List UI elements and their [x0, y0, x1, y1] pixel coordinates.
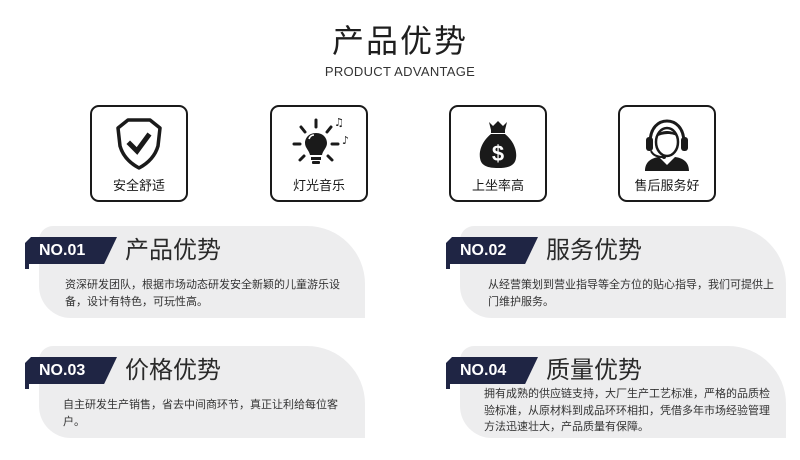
card-number-tag: NO.04: [446, 357, 538, 384]
tag-fold: [25, 384, 29, 389]
tag-fold: [446, 384, 450, 389]
svg-text:♫: ♫: [334, 116, 344, 129]
feature-occupancy: $ 上坐率高: [449, 105, 547, 202]
feature-after-sales: 售后服务好: [618, 105, 716, 202]
feature-label: 售后服务好: [634, 179, 700, 194]
card-number-tag: NO.01: [25, 237, 117, 264]
advantage-card-price: NO.03 价格优势 自主研发生产销售，省去中间商环节，真正让利给每位客户。: [25, 346, 365, 438]
advantage-card-service: NO.02 服务优势 从经营策划到营业指导等全方位的贴心指导，我们可提供上门维护…: [446, 226, 786, 318]
shield-check-icon: [92, 113, 186, 175]
feature-safety: 安全舒适: [90, 105, 188, 202]
card-description: 资深研发团队，根据市场动态研发安全新颖的儿童游乐设备，设计有特色，可玩性高。: [65, 278, 340, 308]
card-description: 从经营策划到营业指导等全方位的贴心指导，我们可提供上门维护服务。: [488, 278, 774, 308]
card-number-tag: NO.03: [25, 357, 117, 384]
advantage-card-product: NO.01 产品优势 资深研发团队，根据市场动态研发安全新颖的儿童游乐设备，设计…: [25, 226, 365, 318]
feature-label: 上坐率高: [471, 179, 524, 194]
page-title: 产品优势: [331, 22, 468, 60]
card-number-tag: NO.02: [446, 237, 538, 264]
svg-text:$: $: [492, 141, 504, 166]
lightbulb-music-icon: ♫ ♪: [272, 113, 366, 175]
tag-fold: [25, 264, 29, 269]
card-description: 自主研发生产销售，省去中间商环节，真正让利给每位客户。: [63, 398, 338, 428]
svg-text:♪: ♪: [342, 134, 349, 147]
advantage-card-quality: NO.04 质量优势 拥有成熟的供应链支持，大厂生产工艺标准，严格的品质检验标准…: [446, 346, 786, 438]
page-subtitle: PRODUCT ADVANTAGE: [324, 64, 476, 79]
card-description: 拥有成熟的供应链支持，大厂生产工艺标准，严格的品质检验标准，从原材料到成品环环相…: [484, 387, 770, 433]
card-title: 价格优势: [125, 356, 221, 384]
feature-label: 安全舒适: [112, 179, 165, 194]
card-title: 质量优势: [546, 356, 642, 384]
money-bag-icon: $: [451, 113, 545, 175]
feature-lighting-music: ♫ ♪ 灯光音乐: [270, 105, 368, 202]
headset-support-icon: [620, 113, 714, 175]
tag-fold: [446, 264, 450, 269]
card-title: 产品优势: [125, 236, 221, 264]
feature-label: 灯光音乐: [292, 179, 345, 194]
card-title: 服务优势: [546, 236, 642, 264]
